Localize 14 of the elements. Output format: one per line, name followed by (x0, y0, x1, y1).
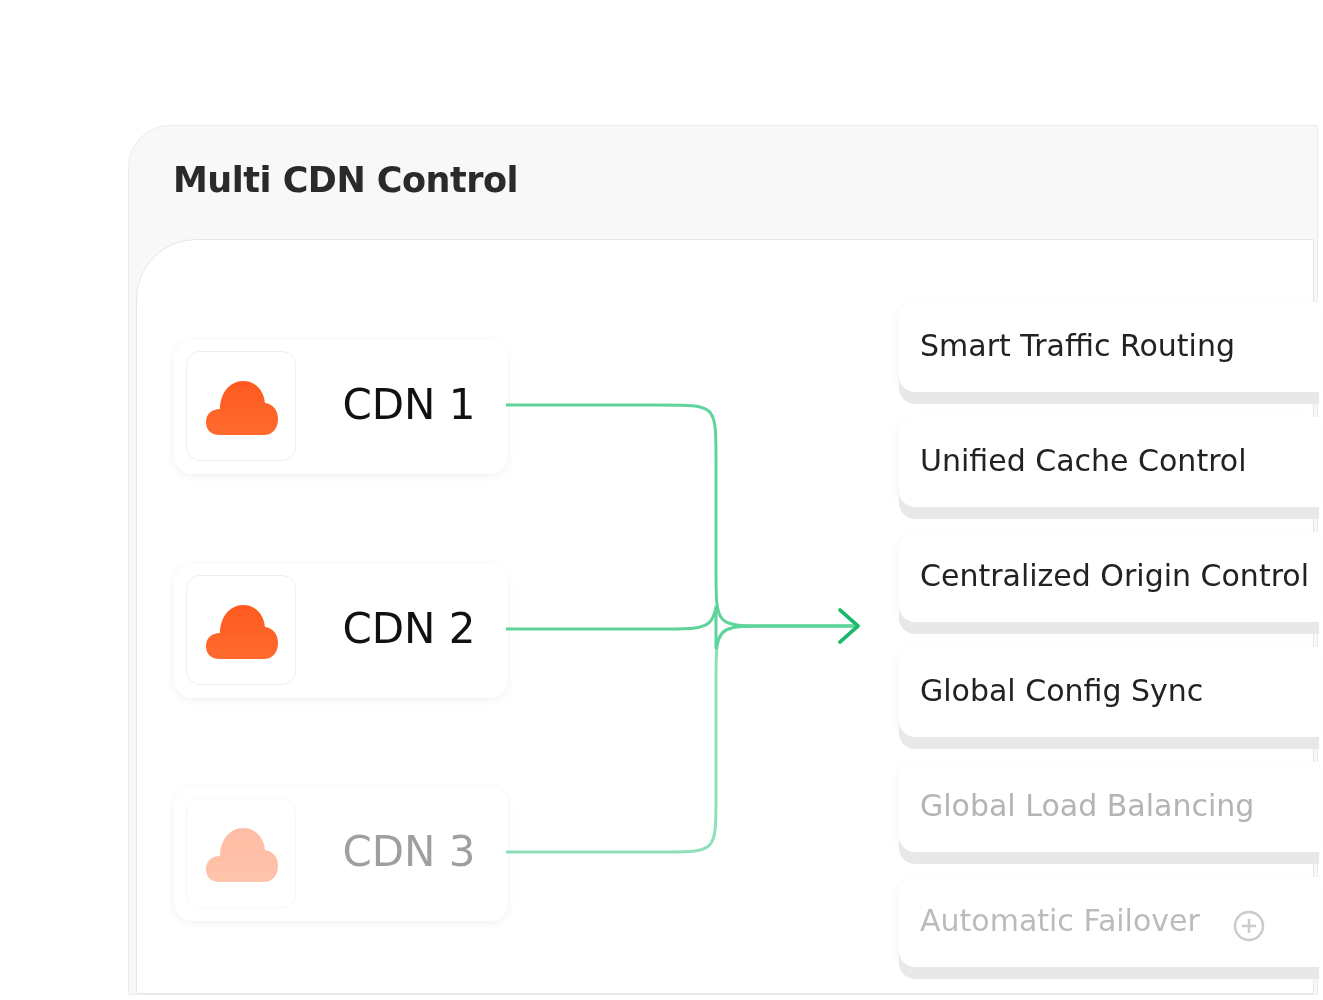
feature-label: Smart Traffic Routing (920, 328, 1235, 363)
cdn-label: CDN 2 (341, 604, 477, 653)
feature-label: Global Config Sync (920, 673, 1204, 708)
feature-label: Centralized Origin Control (920, 558, 1309, 593)
feature-label: Unified Cache Control (920, 443, 1247, 478)
cdn-card (174, 564, 508, 698)
feature-label: Global Load Balancing (920, 788, 1255, 823)
cdn-card (174, 340, 508, 474)
panel-title: Multi CDN Control (173, 160, 519, 200)
cdn-label: CDN 3 (341, 827, 477, 876)
cdn-label: CDN 1 (341, 380, 477, 429)
feature-label: Automatic Failover (920, 903, 1200, 938)
connector-arrow (506, 608, 860, 854)
cdn-card (174, 787, 508, 921)
